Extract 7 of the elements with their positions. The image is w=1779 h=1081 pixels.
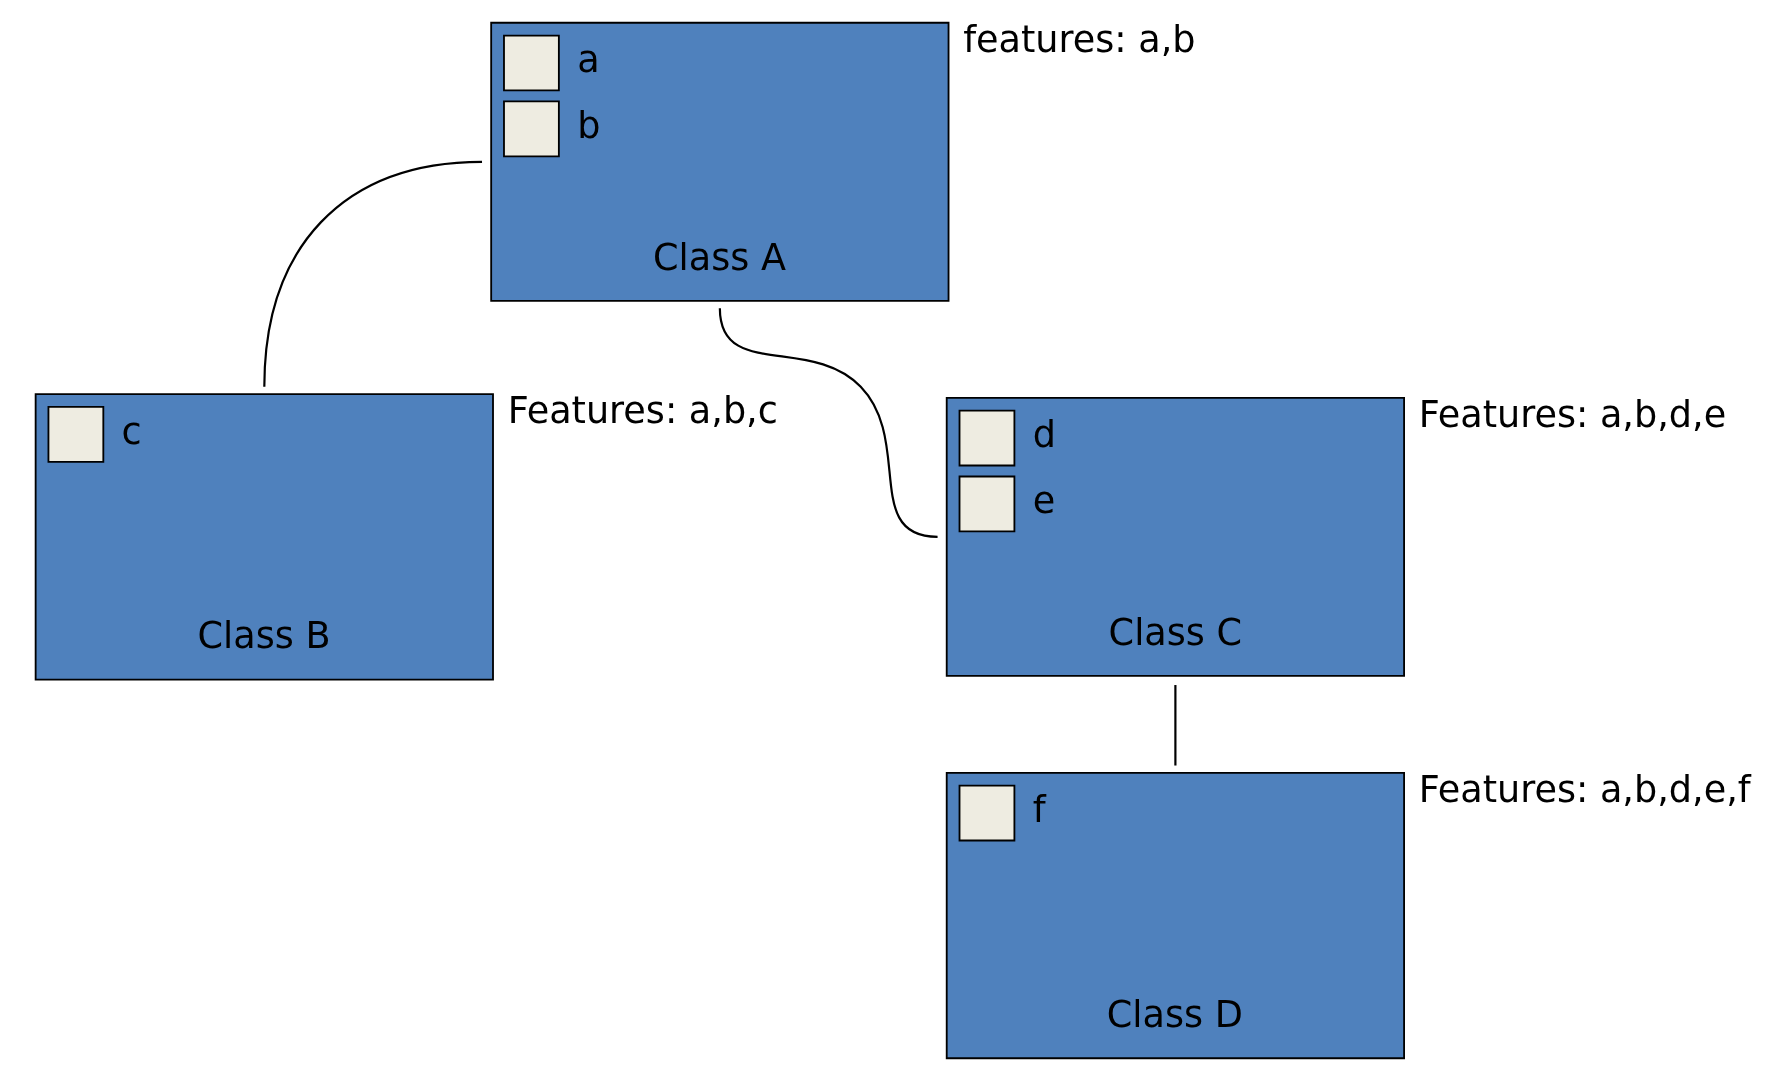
node-label: Features: a,b,d,e,f (1418, 768, 1751, 812)
connector (262, 160, 482, 387)
connector (1173, 685, 1176, 766)
node-label: Features: a,b,c (507, 389, 778, 433)
node-label: Features: a,b,d,e (1418, 393, 1726, 437)
connector (718, 308, 938, 538)
node-label: features: a,b (962, 18, 1196, 62)
